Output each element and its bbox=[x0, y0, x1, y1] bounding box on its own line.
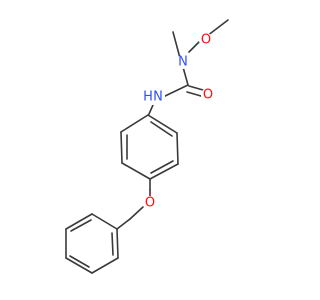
atom-label-n-amide: N bbox=[178, 55, 188, 70]
bond-carbonyl-double-1 bbox=[188, 85, 204, 91]
ring2-bond-3 bbox=[65, 257, 93, 274]
structure-diagram: O N O H N O bbox=[65, 19, 229, 274]
ring2-inner-1 bbox=[111, 232, 114, 256]
molecule-canvas: O N O H N O bbox=[65, 19, 229, 274]
ring1-bond-2 bbox=[176, 132, 179, 165]
atom-o-ether: O bbox=[143, 196, 157, 211]
atom-o-carbonyl: O bbox=[201, 88, 215, 103]
atom-n-amide: N bbox=[176, 55, 190, 70]
bond-n-methyl bbox=[172, 31, 181, 59]
ring2-bond-2 bbox=[91, 257, 119, 274]
bond-n-o bbox=[188, 41, 200, 53]
bond-o-methyl bbox=[206, 19, 229, 37]
ring2-bond-6 bbox=[91, 213, 118, 230]
ring1-bond-6 bbox=[120, 114, 149, 133]
ring2-inner-3 bbox=[70, 219, 92, 232]
atom-label-o-carbonyl: O bbox=[203, 88, 213, 103]
atom-label-n-amine: N bbox=[153, 90, 163, 105]
ring2-bond-1 bbox=[116, 228, 119, 259]
ring1-bond-3 bbox=[149, 163, 179, 180]
ring1-inner-2 bbox=[150, 160, 174, 174]
ring1-bond-1 bbox=[147, 114, 178, 134]
atom-nh: H N bbox=[143, 90, 165, 105]
atom-o-methoxy: O bbox=[199, 33, 213, 48]
bond-n-carbonyl bbox=[182, 66, 189, 86]
ring1-inner-1 bbox=[150, 121, 173, 137]
atom-labels: O N O H N O bbox=[143, 33, 215, 211]
atom-label-h: H bbox=[143, 90, 153, 105]
bond-o-ch2-benzyl bbox=[129, 206, 144, 220]
atom-label-o-methoxy: O bbox=[201, 33, 211, 48]
atom-label-o-ether: O bbox=[145, 196, 155, 211]
ring1-bond-5 bbox=[120, 131, 123, 164]
bond-carbonyl-nh bbox=[162, 84, 189, 98]
bond-nh-aryl bbox=[148, 104, 154, 115]
ring2-bond-5 bbox=[65, 213, 93, 230]
bond-carbonyl-double-2 bbox=[186, 91, 202, 97]
bonds bbox=[65, 19, 229, 274]
bond-ch2-phenyl bbox=[116, 218, 131, 230]
ring1-bond-4 bbox=[121, 162, 151, 180]
ring2-inner-2 bbox=[69, 255, 90, 268]
